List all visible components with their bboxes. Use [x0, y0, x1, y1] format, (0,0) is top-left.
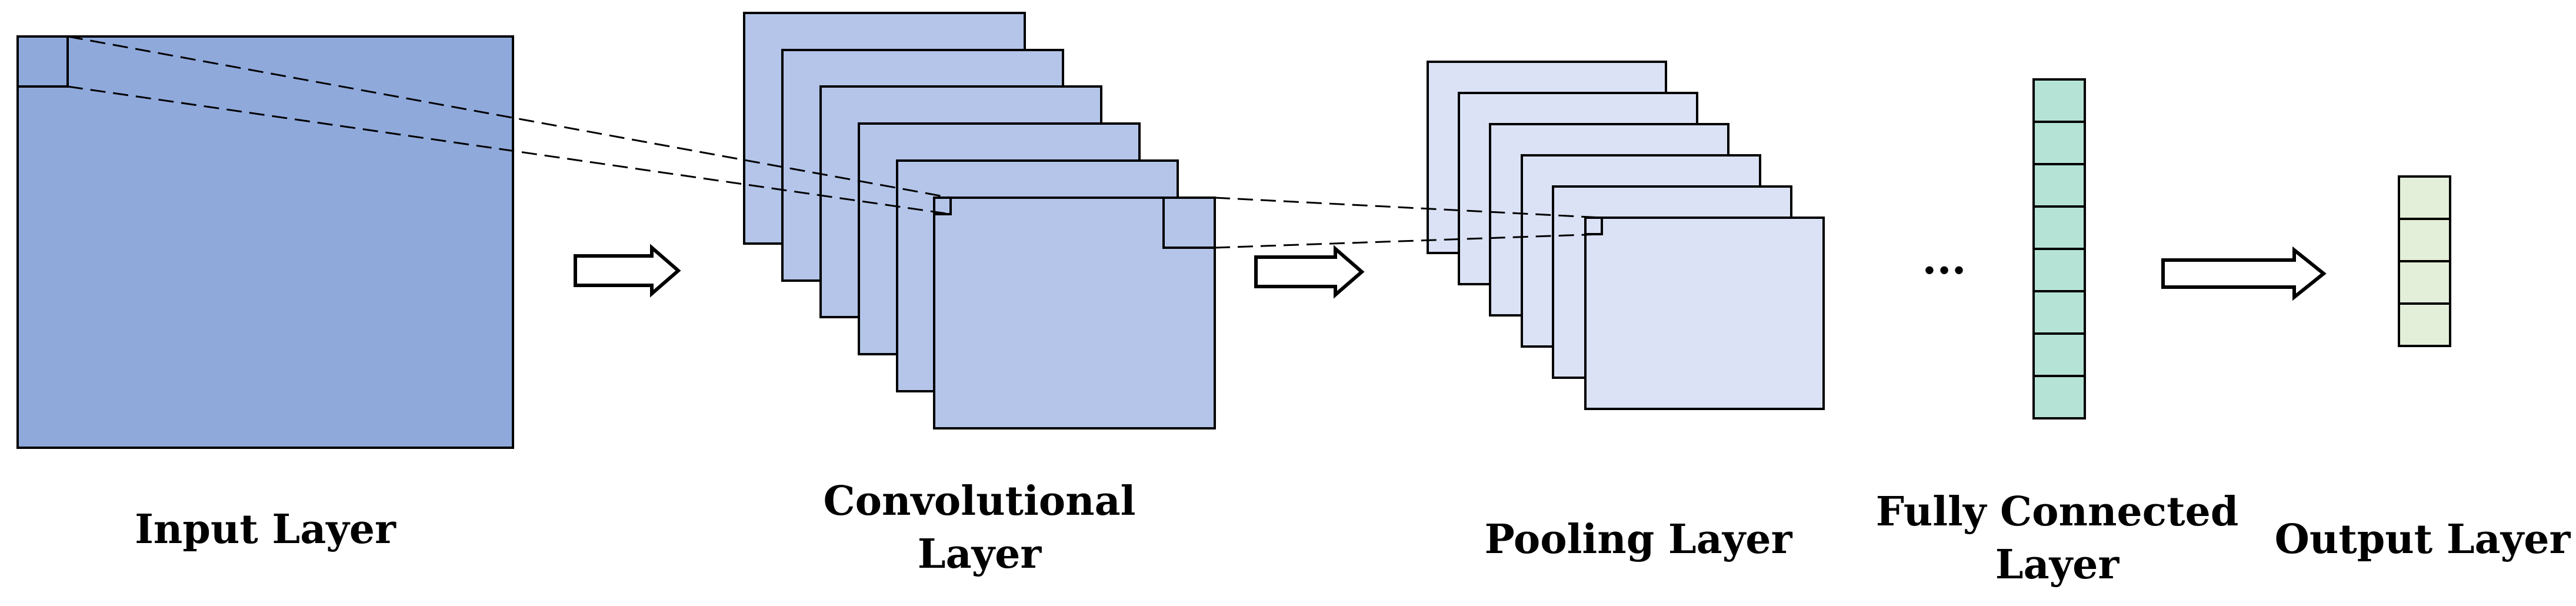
- output-cell: [2398, 175, 2451, 220]
- fc-layer-label-line1: Fully Connected: [1876, 488, 2239, 535]
- conv-pooling-window: [1162, 197, 1216, 249]
- projection-line: [67, 35, 951, 199]
- fc-cell: [2032, 375, 2086, 419]
- arrow-right-icon: [574, 244, 681, 298]
- convolutional-layer: [743, 12, 1216, 429]
- pool-feature-map: [1584, 217, 1825, 410]
- output-cell: [2398, 302, 2451, 347]
- projection-line: [67, 85, 951, 215]
- fully-connected-layer: [2032, 78, 2086, 419]
- output-cell: [2398, 218, 2451, 262]
- fc-cell: [2032, 205, 2086, 250]
- fc-cell: [2032, 163, 2086, 208]
- input-layer-map: [16, 35, 514, 449]
- input-layer-label: Input Layer: [135, 506, 396, 553]
- projection-line: [1214, 233, 1602, 249]
- output-layer-label: Output Layer: [2275, 516, 2571, 563]
- output-cell: [2398, 260, 2451, 305]
- pooling-layer-label: Pooling Layer: [1485, 516, 1793, 563]
- input-receptive-field: [16, 35, 69, 88]
- projection-line: [1214, 197, 1602, 219]
- fc-cell: [2032, 290, 2086, 335]
- arrow-right-icon: [2161, 246, 2327, 301]
- conv-layer-label-line2: Layer: [918, 531, 1042, 578]
- fc-cell: [2032, 78, 2086, 123]
- fc-cell: [2032, 121, 2086, 165]
- fc-cell: [2032, 332, 2086, 377]
- ellipsis: ...: [1922, 234, 1966, 284]
- conv-layer-label-line1: Convolutional: [824, 478, 1136, 525]
- input-layer: [16, 35, 514, 449]
- fc-cell: [2032, 248, 2086, 292]
- fc-layer-label-line2: Layer: [1995, 541, 2120, 588]
- pooling-layer: [1427, 61, 1825, 410]
- arrow-right-icon: [1254, 245, 1365, 299]
- projection-lines: [67, 35, 1602, 249]
- pool-target-cell: [1584, 217, 1603, 235]
- output-layer: [2398, 175, 2451, 347]
